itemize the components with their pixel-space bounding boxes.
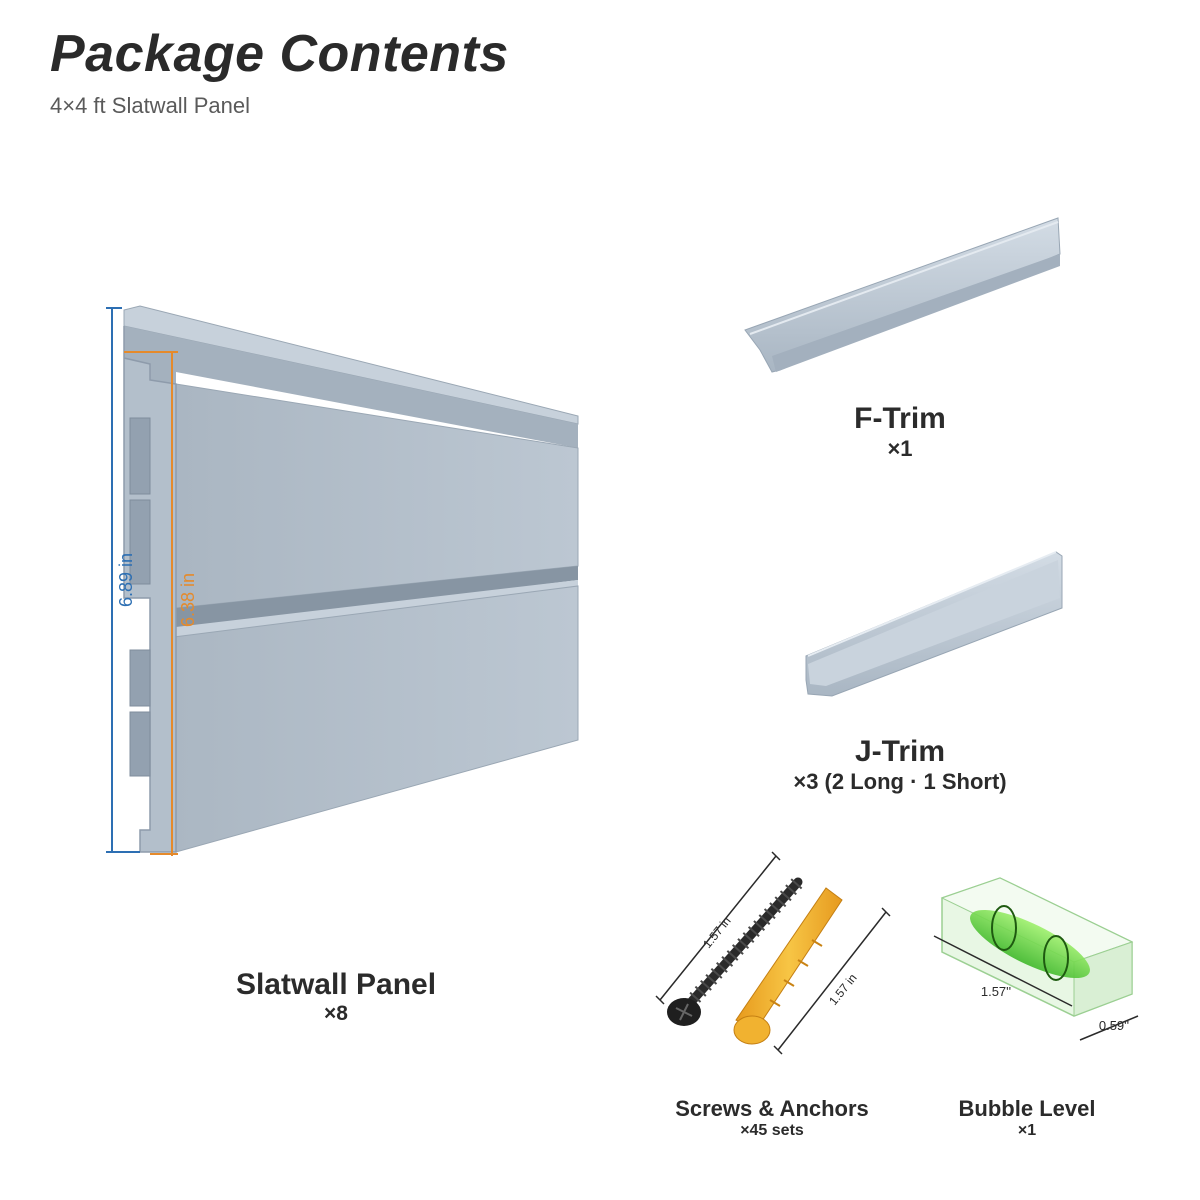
dimension-outer-line <box>106 307 140 853</box>
page-subtitle: 4×4 ft Slatwall Panel <box>50 93 250 118</box>
dimension-level-width-label: 0.59'' <box>1099 1018 1129 1033</box>
dimension-screw-line <box>655 851 781 1005</box>
f-trim-name: F-Trim <box>854 402 946 435</box>
dimension-level-width-line <box>1079 1015 1139 1041</box>
level-qty: ×1 <box>1017 1122 1037 1139</box>
f-trim-image <box>744 217 1061 373</box>
slatwall-qty: ×8 <box>324 1002 348 1025</box>
dimension-screw-label: 1.57 in <box>700 914 734 951</box>
level-label: Bubble Level ×1 <box>927 1096 1127 1140</box>
screws-label: Screws & Anchors ×45 sets <box>632 1096 912 1140</box>
dimension-level-length-line <box>933 935 1073 1007</box>
anchor-image <box>733 887 843 1045</box>
screws-name: Screws & Anchors <box>675 1096 869 1121</box>
slatwall-panel-image <box>123 305 579 853</box>
dimension-inner-label: 6.38 in <box>178 573 198 627</box>
dimension-anchor-line <box>773 907 891 1055</box>
j-trim-image <box>805 551 1063 697</box>
bubble-level-image <box>940 877 1134 1017</box>
screws-qty: ×45 sets <box>740 1122 804 1139</box>
dimension-inner-line <box>124 351 178 856</box>
level-name: Bubble Level <box>958 1096 1096 1121</box>
j-trim-name: J-Trim <box>854 735 946 768</box>
dimension-outer-label: 6.89 in <box>116 553 136 607</box>
dimension-anchor-label: 1.57 in <box>826 971 860 1008</box>
j-trim-qty: ×3 (2 Long · 1 Short) <box>793 769 1007 794</box>
f-trim-label: F-Trim ×1 <box>800 402 1000 462</box>
slatwall-name: Slatwall Panel <box>235 968 437 1001</box>
slatwall-label: Slatwall Panel ×8 <box>186 968 486 1026</box>
j-trim-label: J-Trim ×3 (2 Long · 1 Short) <box>740 735 1060 795</box>
f-trim-qty: ×1 <box>887 436 913 461</box>
dimension-level-length-label: 1.57'' <box>981 984 1011 999</box>
page-title: Package Contents <box>50 25 509 83</box>
screw-image <box>667 877 804 1026</box>
